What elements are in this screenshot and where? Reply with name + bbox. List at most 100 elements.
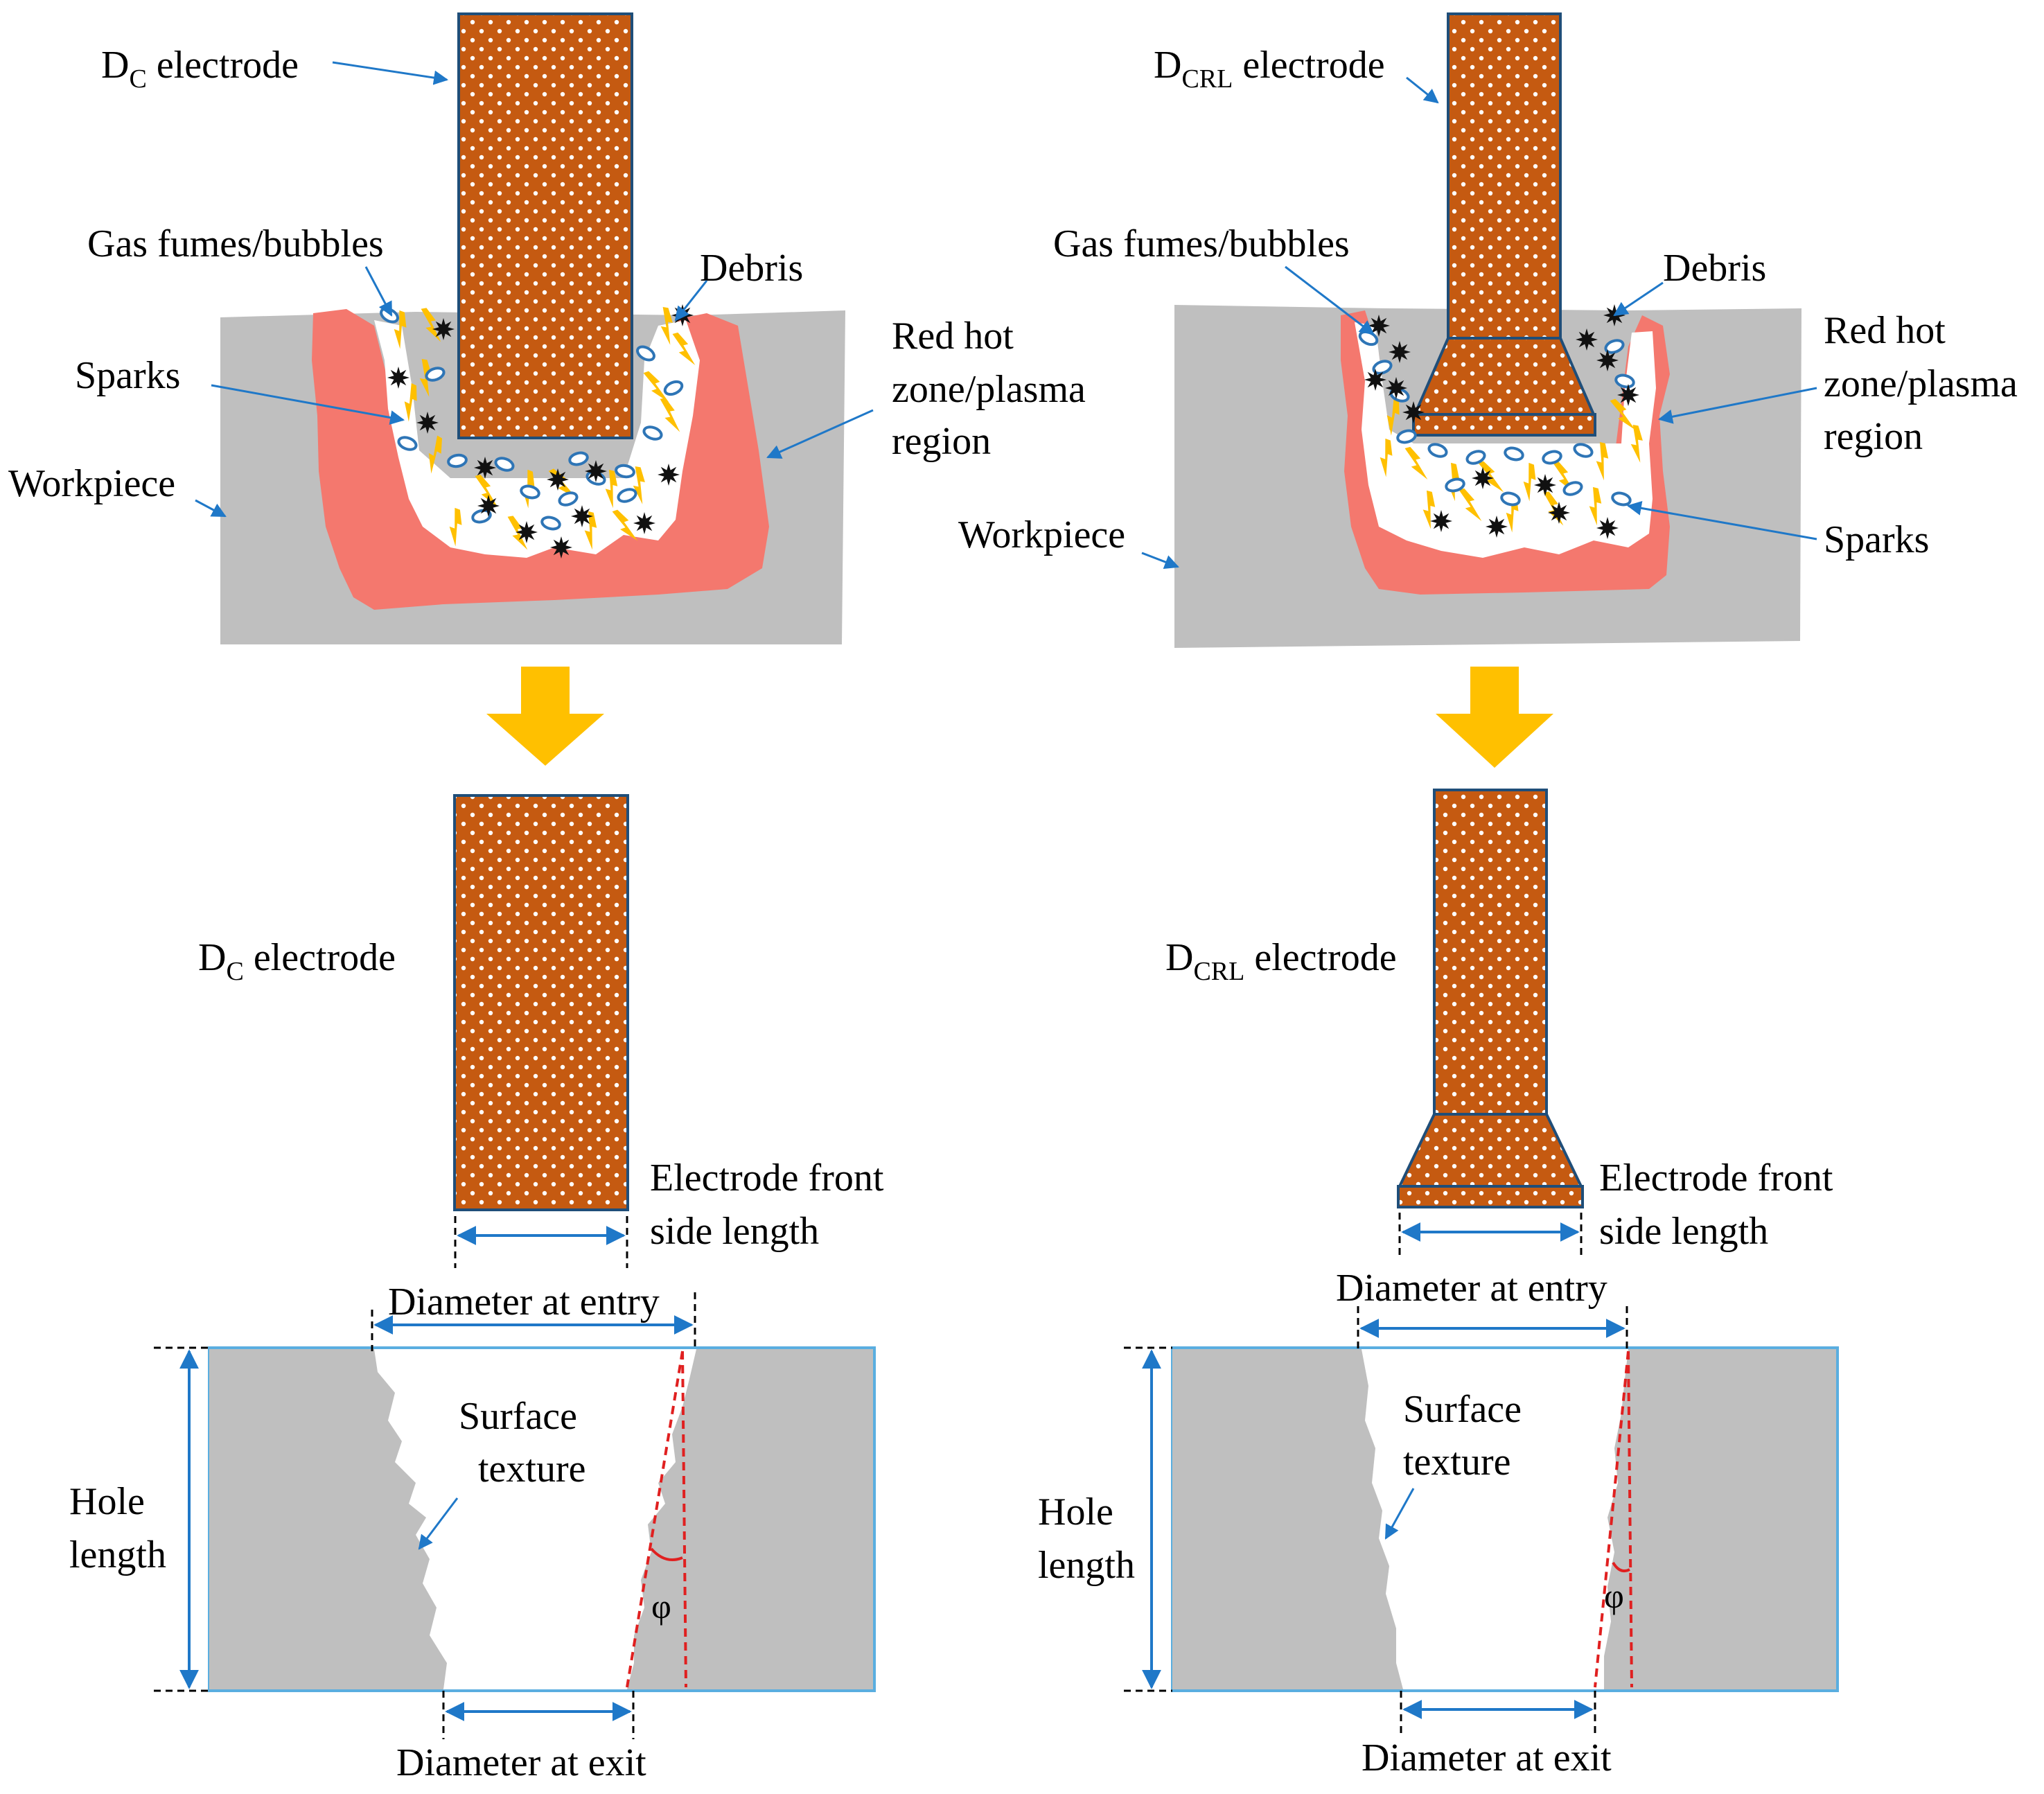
entry-diameter-label: Diameter at entry [1336, 1267, 1607, 1310]
debris-icon [1596, 517, 1619, 539]
front-length-label-line1: Electrode front [650, 1157, 884, 1199]
exit-diameter-label: Diameter at exit [396, 1741, 646, 1784]
redhot-label-line2: zone/plasma [1824, 362, 2018, 405]
gas-fumes-label: Gas fumes/bubbles [1053, 222, 1350, 265]
dcrl-electrode-tip-middle [1397, 1185, 1584, 1208]
bubble-icon [568, 451, 589, 466]
spark-icon [633, 466, 645, 504]
debris-icon [547, 468, 569, 491]
spark-icon [584, 511, 597, 550]
redhot-label-line2: zone/plasma [892, 368, 1086, 411]
debris-label: Debris [1663, 247, 1766, 290]
spark-icon [394, 310, 407, 349]
dcrl-electrode-label: DCRL electrode [1154, 44, 1385, 94]
dc-electrode-label: DC electrode [101, 44, 299, 94]
spark-icon [1523, 462, 1536, 502]
hole-length-label-line1: Hole [1038, 1490, 1113, 1533]
spark-icon [475, 474, 498, 508]
bubble-icon [1604, 339, 1625, 354]
sparks-label: Sparks [75, 354, 180, 397]
sparks-label: Sparks [1824, 518, 1929, 561]
surface-texture-pointer [1384, 1488, 1415, 1540]
debris-icon [1389, 341, 1411, 363]
spark-icon [404, 383, 417, 422]
spark-icon [672, 332, 696, 366]
surface-texture-label-line1: Surface [459, 1395, 577, 1438]
left-flow-arrow [486, 667, 604, 766]
spark-icon [1404, 446, 1428, 480]
spark-icon [507, 516, 528, 550]
dcrl-electrode-taper-top [1412, 337, 1596, 416]
hole-wall-right [627, 1349, 873, 1689]
workpiece-pointer [1141, 552, 1179, 570]
spark-icon [1380, 438, 1393, 477]
bubble-icon [1500, 491, 1521, 507]
debris-icon [1430, 510, 1452, 532]
spark-icon [1459, 488, 1482, 522]
workpiece-label: Workpiece [8, 462, 175, 505]
spark-icon [643, 371, 669, 403]
debris-icon [571, 505, 593, 527]
taper-line-vertical [1627, 1351, 1633, 1688]
bubble-icon [1542, 450, 1562, 465]
taper-line-vertical [681, 1351, 687, 1688]
hole-wall-right [1604, 1349, 1836, 1689]
phi-label: φ [1604, 1576, 1624, 1615]
bubble-icon [615, 464, 635, 479]
taper-line-angled [626, 1351, 684, 1688]
left-bottom-hole: φ Diameter at entry Hole length Surface … [69, 1281, 876, 1784]
debris-icon [1402, 401, 1425, 423]
dcrl-electrode-label-middle: DCRL electrode [1165, 936, 1397, 986]
bubble-icon [617, 488, 637, 503]
surface-texture-label-line2: texture [478, 1448, 585, 1490]
spark-icon [605, 469, 618, 509]
particles-group [1358, 304, 1643, 539]
hole-length-label-line1: Hole [69, 1480, 145, 1523]
bubble-icon [1465, 450, 1486, 465]
bubble-icon [636, 345, 655, 362]
redhot-label-line3: region [1824, 415, 1923, 458]
dcrl-electrode-tip-top [1412, 413, 1596, 437]
redhot-label-line1: Red hot [1824, 309, 1946, 352]
redhot-pointer [766, 409, 874, 459]
debris-icon [1576, 328, 1598, 351]
bubble-icon [1427, 443, 1448, 458]
right-bottom-hole: φ Diameter at entry Hole length Surface … [1038, 1267, 1839, 1779]
debris-icon [474, 457, 496, 479]
debris-icon [585, 460, 607, 482]
sparks-pointer [211, 384, 405, 425]
surface-texture-pointer [418, 1497, 459, 1550]
right-flow-arrow [1436, 667, 1553, 768]
bubble-icon [1573, 443, 1594, 458]
debris-icon [1472, 467, 1494, 489]
workpiece-pointer [195, 499, 227, 518]
debris-icon [516, 521, 538, 543]
debris-icon [550, 536, 572, 559]
bubble-icon [425, 367, 446, 382]
gas-fumes-label: Gas fumes/bubbles [87, 222, 384, 265]
spark-icon [1422, 490, 1436, 529]
redhot-pointer [1657, 387, 1817, 424]
spark-icon [1630, 425, 1643, 463]
bubble-icon [1372, 360, 1393, 375]
debris-icon [432, 318, 455, 340]
surface-texture-label-line1: Surface [1403, 1388, 1522, 1431]
gas-fumes-pointer [364, 266, 393, 317]
spark-icon [428, 435, 442, 474]
debris-icon [1596, 349, 1619, 371]
redhot-label-line3: region [892, 420, 991, 463]
debris-label: Debris [700, 247, 803, 290]
debris-pointer [1613, 281, 1664, 317]
taper-line-angled [1594, 1351, 1630, 1688]
bubble-icon [471, 509, 492, 524]
debris-icon [1385, 377, 1407, 399]
hole-wall-left [209, 1349, 447, 1689]
debris-icon [387, 367, 409, 389]
debris-icon [633, 512, 655, 534]
spark-icon [660, 398, 680, 432]
dc-electrode-label-middle: DC electrode [198, 936, 396, 986]
debris-icon [1486, 516, 1508, 538]
phi-label: φ [651, 1587, 671, 1626]
spark-icon [1589, 486, 1602, 526]
